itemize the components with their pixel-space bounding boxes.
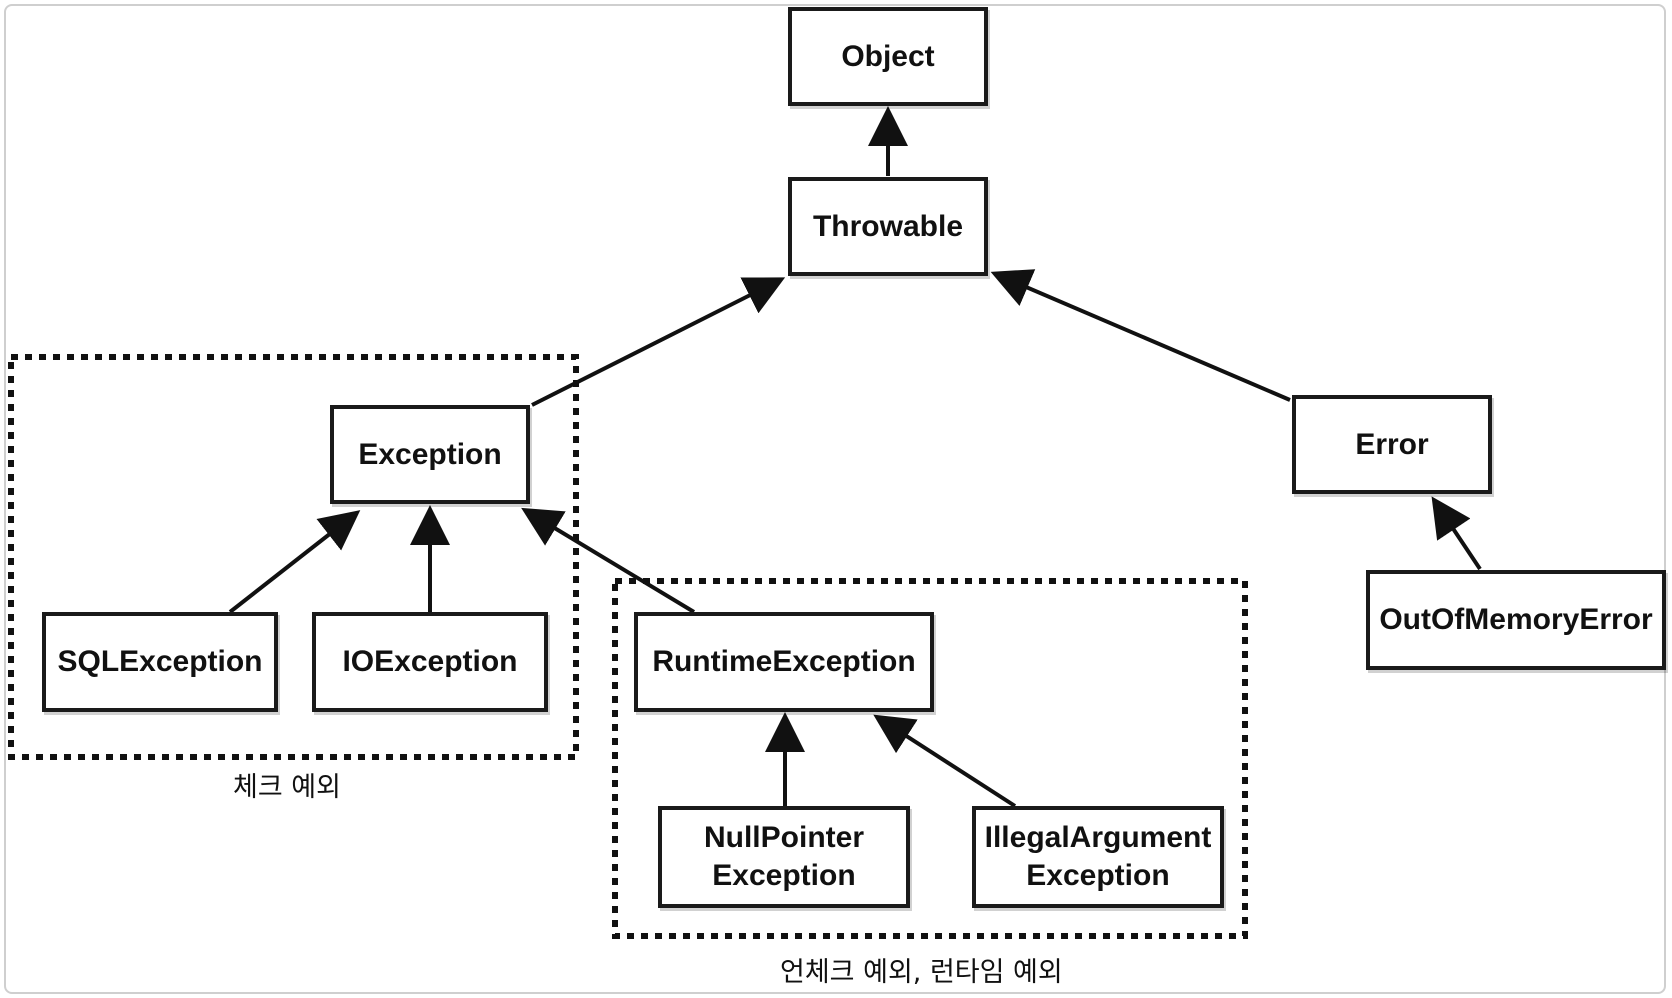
checked-exception-group (8, 354, 579, 760)
arrow-error-to-throwable (990, 269, 1291, 402)
throwable-label: Throwable (812, 209, 963, 243)
checked-exception-group-label: 체크 예외 (233, 772, 341, 803)
ioexception-node: IOException (312, 612, 548, 712)
illegalargumentexception-node: IllegalArgument Exception (972, 806, 1224, 908)
illegalargumentexception-label: IllegalArgument Exception (984, 821, 1212, 892)
sqlexception-label: SQLException (57, 645, 263, 678)
runtimeexception-label: RuntimeException (652, 645, 916, 678)
error-node: Error (1292, 395, 1492, 494)
error-label: Error (1355, 427, 1429, 461)
arrow-runtimeexception-to-exception (521, 507, 696, 614)
arrow-sqlexception-to-exception (228, 510, 361, 614)
arrow-exception-to-throwable (531, 277, 786, 407)
outofmemoryerror-node: OutOfMemoryError (1366, 570, 1666, 670)
object-label: Object (841, 39, 935, 73)
unchecked-exception-group (612, 578, 1248, 939)
nullpointerexception-label: NullPointer Exception (703, 821, 864, 892)
object-node: Object (788, 7, 988, 106)
arrow-outofmemory-to-error (1431, 496, 1482, 571)
runtimeexception-node: RuntimeException (634, 612, 934, 712)
throwable-node: Throwable (788, 177, 988, 276)
nullpointerexception-node: NullPointer Exception (658, 806, 910, 908)
arrow-illegalargument-to-runtimeexception (873, 714, 1017, 808)
sqlexception-node: SQLException (42, 612, 278, 712)
exception-node: Exception (330, 405, 530, 504)
unchecked-exception-group-label: 언체크 예외, 런타임 예외 (780, 957, 1063, 988)
exception-label: Exception (358, 437, 502, 471)
outofmemoryerror-label: OutOfMemoryError (1379, 603, 1653, 636)
ioexception-label: IOException (342, 645, 518, 678)
